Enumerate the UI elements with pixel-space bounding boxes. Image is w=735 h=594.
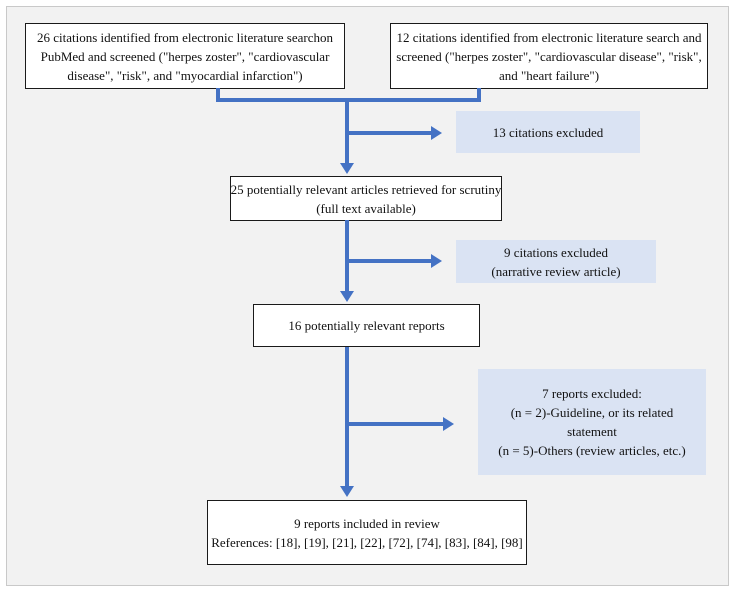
arrowhead-down-icon (340, 291, 354, 302)
connector-stub-right (477, 88, 481, 100)
box-text-line: screened ("herpes zoster", "cardiovascul… (396, 48, 702, 64)
arrow-line-branch-2 (347, 259, 432, 263)
arrowhead-down-icon (340, 163, 354, 174)
box-text-line: (full text available) (316, 200, 416, 216)
box-search-heart-failure: 12 citations identified from electronic … (390, 23, 708, 89)
box-text-line: 9 citations excluded (504, 244, 608, 260)
arrow-line-down-3 (345, 347, 349, 487)
box-text-line: 9 reports included in review (294, 515, 440, 531)
arrowhead-right-icon (443, 417, 454, 431)
box-retrieved-25-articles: 25 potentially relevant articles retriev… (230, 176, 502, 221)
diagram-canvas (6, 6, 729, 586)
box-excluded-7-reports: 7 reports excluded: (n = 2)-Guideline, o… (478, 369, 706, 475)
box-text-line: and "heart failure") (498, 67, 600, 83)
box-text-line: (n = 2)-Guideline, or its related (510, 405, 674, 420)
box-relevant-16-reports: 16 potentially relevant reports (253, 304, 480, 347)
box-text-line: 16 potentially relevant reports (288, 318, 445, 333)
box-text-line: References: [18], [19], [21], [22], [72]… (211, 534, 523, 550)
box-text-line: (narrative review article) (491, 263, 621, 279)
box-text-line: 25 potentially relevant articles retriev… (230, 181, 502, 197)
arrowhead-down-icon (340, 486, 354, 497)
box-excluded-13-citations: 13 citations excluded (456, 111, 640, 153)
box-text-line: 26 citations identified from electronic … (37, 29, 333, 45)
box-text-line: PubMed and screened ("herpes zoster", "c… (40, 48, 330, 64)
box-text-line: 12 citations identified from electronic … (396, 29, 702, 45)
box-text-line: (n = 5)-Others (review articles, etc.) (498, 443, 686, 458)
arrowhead-right-icon (431, 126, 442, 140)
box-text-line: 7 reports excluded: (542, 386, 642, 401)
box-search-pubmed: 26 citations identified from electronic … (25, 23, 345, 89)
arrowhead-right-icon (431, 254, 442, 268)
arrow-line-branch-1 (347, 131, 432, 135)
box-text-line: disease", "risk", and "myocardial infarc… (67, 67, 303, 83)
box-included-9-reports: 9 reports included in review References:… (207, 500, 527, 565)
box-text-line: 13 citations excluded (492, 124, 604, 140)
box-excluded-9-citations: 9 citations excluded (narrative review a… (456, 240, 656, 283)
arrow-line-down-2 (345, 220, 349, 292)
box-text-line: statement (567, 424, 617, 439)
arrow-line-branch-3 (347, 422, 444, 426)
connector-stub-left (216, 88, 220, 100)
